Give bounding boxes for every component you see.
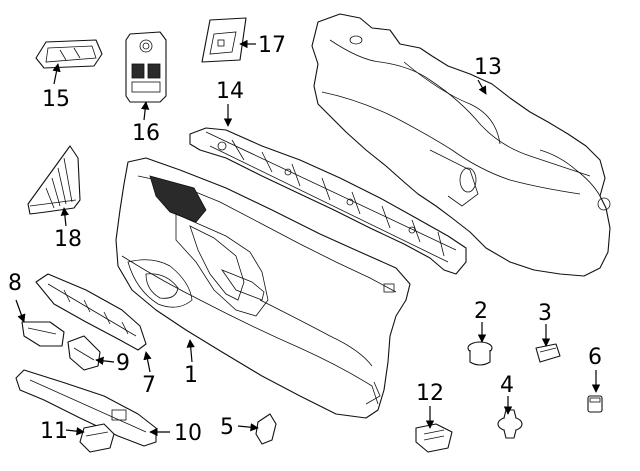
part-16-window-switch-unit	[125, 31, 167, 103]
callout-13: 13	[474, 55, 502, 80]
callout-3: 3	[538, 301, 552, 326]
part-17-switch-cover	[201, 17, 247, 63]
callout-12: 12	[416, 381, 444, 406]
leader-7	[143, 351, 152, 373]
callout-10: 10	[174, 421, 202, 446]
leader-11	[65, 426, 85, 436]
callout-15: 15	[42, 87, 70, 112]
callout-16: 16	[132, 121, 160, 146]
part-11-switch-block	[79, 423, 115, 453]
callout-17: 17	[258, 33, 286, 58]
callout-9: 9	[116, 351, 130, 376]
callout-4: 4	[500, 373, 514, 398]
callout-7: 7	[142, 373, 156, 398]
part-7-carrier-strip	[35, 273, 147, 351]
part-1-door-trim-panel	[115, 157, 411, 419]
part-6-small-plug	[587, 395, 603, 413]
callout-11: 11	[40, 419, 68, 444]
part-8-bracket	[21, 321, 65, 347]
leader-8	[15, 299, 26, 323]
callout-14: 14	[216, 79, 244, 104]
callout-labels: 15 16 17 14 13 18 8 9 7 1 10 11 5 12 2 3…	[8, 33, 602, 446]
callout-18: 18	[54, 227, 82, 252]
part-14-door-carrier-rail	[189, 127, 467, 275]
leader-15	[52, 63, 61, 85]
part-12-handle-bracket	[415, 423, 453, 453]
part-13-insulation-panel	[311, 13, 611, 277]
part-15-switch-panel	[35, 39, 103, 69]
part-10-armrest-cover	[15, 369, 157, 447]
callout-1: 1	[184, 363, 198, 388]
part-5-hook-clip	[255, 413, 277, 445]
leader-5	[237, 423, 259, 432]
leader-9	[95, 356, 115, 366]
callout-8: 8	[8, 271, 22, 296]
leader-18	[60, 207, 70, 227]
part-3-clip	[535, 343, 561, 363]
part-2-plug	[467, 341, 493, 366]
leader-1	[186, 339, 195, 363]
part-4-push-pin	[497, 409, 523, 439]
part-9-clip-plate	[67, 335, 101, 371]
callout-2: 2	[474, 299, 488, 324]
part-18-mirror-triangle-cover	[27, 145, 81, 215]
leader-13	[477, 79, 487, 95]
callout-5: 5	[220, 415, 234, 440]
leader-16	[140, 101, 150, 121]
leader-lines	[15, 39, 601, 437]
callout-6: 6	[588, 345, 602, 370]
